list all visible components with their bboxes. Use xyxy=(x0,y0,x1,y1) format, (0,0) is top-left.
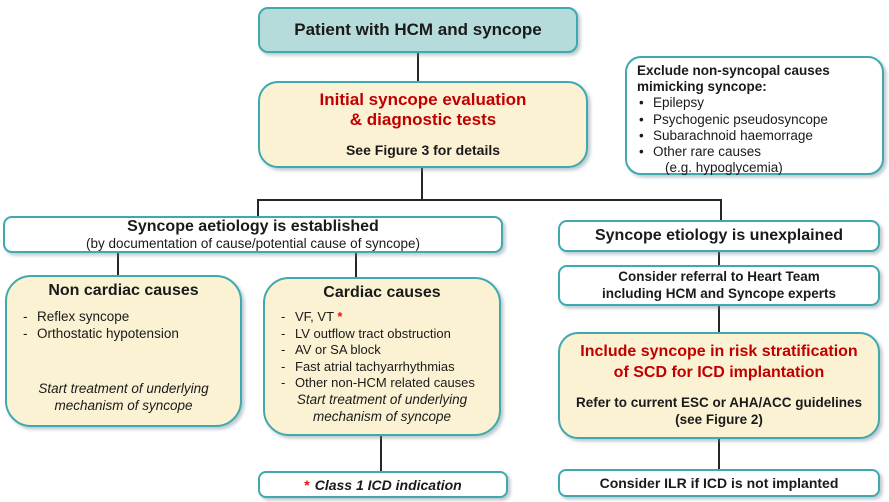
cardiac-item-text: LV outflow tract obstruction xyxy=(295,325,451,341)
node-etiology-unexplained: Syncope etiology is unexplained xyxy=(558,220,880,252)
node-exclude-causes: Exclude non-syncopal causes mimicking sy… xyxy=(625,56,884,175)
node-consider-ilr: Consider ILR if ICD is not implanted xyxy=(558,469,880,497)
class1-star-icon: * xyxy=(304,476,310,493)
node-heart-team-referral: Consider referral to Heart Team includin… xyxy=(558,265,880,306)
risk-title-line2: of SCD for ICD implantation xyxy=(613,363,825,381)
unexplained-title: Syncope etiology is unexplained xyxy=(594,226,844,244)
exclude-bullet-text: Epilepsy xyxy=(653,95,705,111)
connector-referral-risk xyxy=(718,305,720,333)
connector-established-noncardiac xyxy=(117,251,119,276)
cardiac-item: - LV outflow tract obstruction xyxy=(281,326,489,343)
referral-line2: including HCM and Syncope experts xyxy=(601,285,837,301)
connector-risk-ilr xyxy=(718,438,720,469)
risk-title-line1: Include syncope in risk stratification xyxy=(580,343,858,360)
bullet-marker: • xyxy=(639,95,644,111)
node-patient: Patient with HCM and syncope xyxy=(258,7,578,53)
cardiac-title: Cardiac causes xyxy=(323,284,441,301)
connector-initial-split xyxy=(421,166,423,200)
exclude-sub-bullet: (e.g. hypoglycemia) xyxy=(665,160,783,176)
node-non-cardiac-causes: Non cardiac causes - Reflex syncope - Or… xyxy=(5,275,242,427)
dash-marker: - xyxy=(281,309,286,325)
non-cardiac-item-text: Orthostatic hypotension xyxy=(37,326,179,342)
connector-patient-initial xyxy=(417,52,419,82)
connector-split-horizontal xyxy=(257,199,722,201)
cardiac-item: - Fast atrial tachyarrhythmias xyxy=(281,359,489,376)
cardiac-footer: Start treatment of underlying mechanism … xyxy=(296,391,468,424)
node-initial-evaluation: Initial syncope evaluation & diagnostic … xyxy=(258,81,588,168)
non-cardiac-title: Non cardiac causes xyxy=(48,282,199,299)
node-aetiology-established: Syncope aetiology is established (by doc… xyxy=(3,216,503,253)
cardiac-item: - VF, VT * xyxy=(281,309,489,326)
initial-note: See Figure 3 for details xyxy=(345,142,501,158)
cardiac-item: - AV or SA block xyxy=(281,342,489,359)
exclude-bullet-item: • Psychogenic pseudosyncope xyxy=(639,112,876,128)
patient-title: Patient with HCM and syncope xyxy=(294,19,542,39)
connector-cardiac-class1 xyxy=(380,435,382,471)
class1-label: Class 1 ICD indication xyxy=(314,476,462,493)
connector-established-cardiac xyxy=(355,251,357,278)
exclude-heading-line1: Exclude non-syncopal causes xyxy=(637,63,830,78)
cardiac-item: - Other non-HCM related causes xyxy=(281,375,489,392)
node-class1-icd: * Class 1 ICD indication xyxy=(258,471,508,498)
risk-note-line2: (see Figure 2) xyxy=(675,412,763,428)
cardiac-item-text: VF, VT * xyxy=(295,309,343,325)
connector-unexplained-referral xyxy=(718,250,720,266)
cardiac-item-text: AV or SA block xyxy=(295,342,381,358)
dash-marker: - xyxy=(23,309,28,325)
non-cardiac-item: - Orthostatic hypotension xyxy=(23,325,230,342)
initial-title-line1: Initial syncope evaluation xyxy=(319,90,527,109)
non-cardiac-footer: Start treatment of underlying mechanism … xyxy=(38,381,209,414)
bullet-marker: • xyxy=(639,143,644,159)
risk-note-line1: Refer to current ESC or AHA/ACC guidelin… xyxy=(575,395,863,411)
node-cardiac-causes: Cardiac causes - VF, VT * - LV outflow t… xyxy=(263,277,501,436)
non-cardiac-item-text: Reflex syncope xyxy=(37,309,130,325)
class1-star-icon: * xyxy=(337,309,343,325)
dash-marker: - xyxy=(23,326,28,342)
node-risk-stratification: Include syncope in risk stratification o… xyxy=(558,332,880,439)
exclude-bullet-item: • Epilepsy xyxy=(639,95,876,111)
dash-marker: - xyxy=(281,358,286,374)
dash-marker: - xyxy=(281,375,286,391)
exclude-bullet-text: Other rare causes xyxy=(653,143,762,159)
initial-title-line2: & diagnostic tests xyxy=(349,110,497,130)
ilr-title: Consider ILR if ICD is not implanted xyxy=(599,475,839,491)
cardiac-item-text: Other non-HCM related causes xyxy=(295,375,475,391)
exclude-heading-line2: mimicking syncope: xyxy=(637,79,767,95)
bullet-marker: • xyxy=(639,111,644,127)
established-subtitle: (by documentation of cause/potential cau… xyxy=(86,235,420,251)
referral-line1: Consider referral to Heart Team xyxy=(618,268,820,284)
bullet-marker: • xyxy=(639,127,644,143)
exclude-bullet-text: Subarachnoid haemorrage xyxy=(653,127,813,143)
exclude-bullet-text: Psychogenic pseudosyncope xyxy=(653,111,828,127)
non-cardiac-item: - Reflex syncope xyxy=(23,308,230,325)
cardiac-item-text: Fast atrial tachyarrhythmias xyxy=(295,358,455,374)
connector-split-unexplained xyxy=(720,199,722,220)
dash-marker: - xyxy=(281,325,286,341)
exclude-bullet-item: • Subarachnoid haemorrage xyxy=(639,128,876,144)
established-title: Syncope aetiology is established xyxy=(127,217,379,235)
dash-marker: - xyxy=(281,342,286,358)
connector-split-established xyxy=(257,199,259,218)
exclude-bullet-item: • Other rare causes xyxy=(639,144,876,160)
